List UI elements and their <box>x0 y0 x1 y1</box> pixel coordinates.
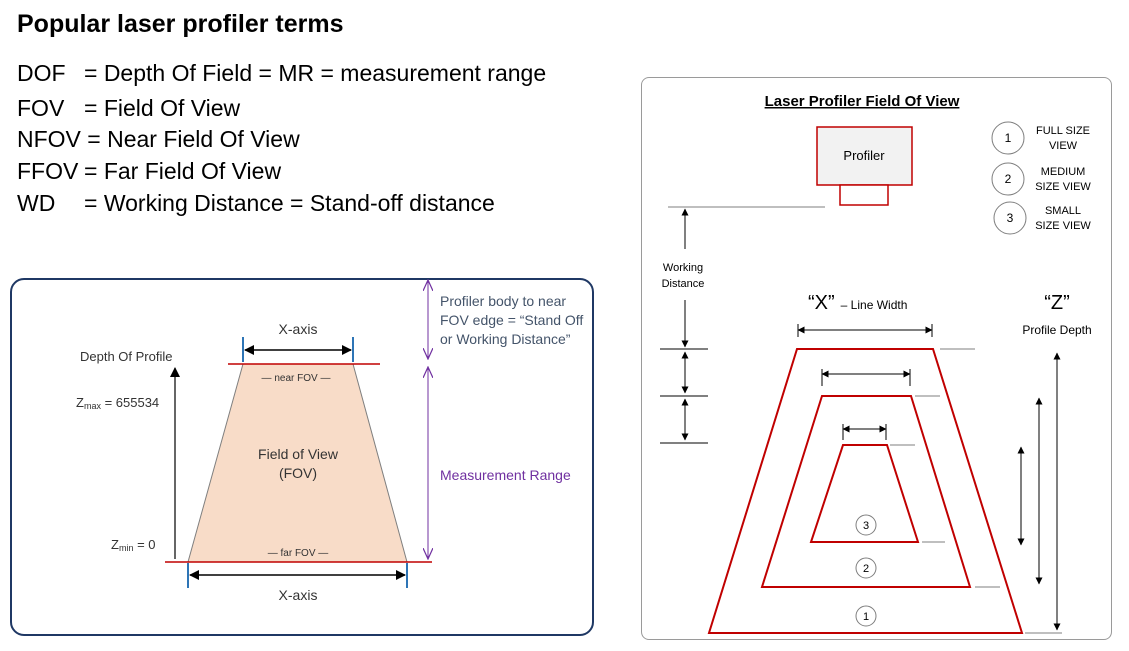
right-diagram-title: Laser Profiler Field Of View <box>765 93 960 110</box>
zmin-sub: min <box>119 543 134 553</box>
near-x-axis-label: X-axis <box>279 321 318 337</box>
legend-text-3a: SMALL <box>1045 205 1081 217</box>
legend-text-1a: FULL SIZE <box>1036 125 1090 137</box>
far-fov-label: — far FOV — <box>268 548 329 559</box>
term-definition: = Far Field Of View <box>84 158 282 184</box>
marker-number-3: 3 <box>863 520 869 532</box>
legend-number-2: 2 <box>1005 172 1012 186</box>
x-label-sub: – Line Width <box>841 298 908 312</box>
legend-text-1b: VIEW <box>1049 140 1078 152</box>
near-fov-label: — near FOV — <box>262 373 331 384</box>
term-nfov: NFOV = Near Field Of View <box>17 126 300 153</box>
marker-circle-2 <box>855 557 877 579</box>
marker-circle-1 <box>855 605 877 627</box>
term-definition: = Depth Of Field = MR = measurement rang… <box>84 60 547 86</box>
x-label: “X” – Line Width <box>808 292 907 314</box>
zmax-value: = 655534 <box>101 395 159 410</box>
working-distance-line2: Distance <box>662 278 705 290</box>
zmax-z: Z <box>76 395 84 410</box>
zmin-z: Z <box>111 537 119 552</box>
term-ffov: FFOV= Far Field Of View <box>17 158 281 185</box>
fov-label-line1: Field of View <box>258 446 339 462</box>
working-distance-line1: Working <box>663 262 703 274</box>
standoff-line2: FOV edge = “Stand Off <box>440 312 583 328</box>
z-sublabel: Profile Depth <box>1022 323 1091 337</box>
x-label-main: “X” <box>808 292 835 314</box>
standoff-line3: or Working Distance” <box>440 331 571 347</box>
legend-number-3: 3 <box>1007 211 1014 225</box>
term-abbr: DOF <box>17 60 66 86</box>
marker-number-2: 2 <box>863 563 869 575</box>
legend-number-1: 1 <box>1005 131 1012 145</box>
depth-of-profile-label: Depth Of Profile <box>80 349 173 364</box>
legend-text-2a: MEDIUM <box>1041 166 1086 178</box>
term-abbr: NFOV <box>17 126 81 152</box>
zmin-value: = 0 <box>133 537 155 552</box>
z-label: “Z” <box>1044 292 1070 314</box>
fov-label-line2: (FOV) <box>279 465 317 481</box>
fov-diagram-panel <box>10 278 594 636</box>
small-size-view-shape <box>809 444 920 543</box>
term-definition: = Field Of View <box>84 95 241 121</box>
term-wd: WD = Working Distance = Stand-off distanc… <box>17 190 495 217</box>
zmin-label: Zmin = 0 <box>111 537 156 553</box>
term-definition: = Near Field Of View <box>87 126 300 152</box>
profiler-body <box>816 126 913 186</box>
legend-text-3b: SIZE VIEW <box>1035 220 1091 232</box>
zmax-sub: max <box>84 401 102 411</box>
term-dof: DOF = Depth Of Field = MR = measurement r… <box>17 60 546 87</box>
standoff-line1: Profiler body to near <box>440 293 566 309</box>
legend-text-2b: SIZE VIEW <box>1035 181 1091 193</box>
zmax-label: Zmax = 655534 <box>76 395 159 411</box>
medium-size-view-shape <box>760 395 972 588</box>
legend-circle-1 <box>991 121 1025 155</box>
term-fov: FOV = Field Of View <box>17 95 240 122</box>
measurement-range-label: Measurement Range <box>440 467 571 483</box>
profiler-fov-panel <box>641 77 1112 640</box>
profiler-lens <box>839 184 889 206</box>
term-abbr: WD <box>17 190 56 216</box>
profiler-label: Profiler <box>843 148 885 163</box>
full-size-view-shape <box>707 348 1024 634</box>
page-title: Popular laser profiler terms <box>17 10 344 38</box>
far-x-axis-label: X-axis <box>279 587 318 603</box>
legend-circle-3 <box>993 201 1027 235</box>
legend-circle-2 <box>991 162 1025 196</box>
term-definition: = Working Distance = Stand-off distance <box>84 190 495 216</box>
term-abbr: FOV <box>17 95 65 121</box>
term-abbr: FFOV <box>17 158 79 184</box>
marker-number-1: 1 <box>863 611 869 623</box>
marker-circle-3 <box>855 514 877 536</box>
